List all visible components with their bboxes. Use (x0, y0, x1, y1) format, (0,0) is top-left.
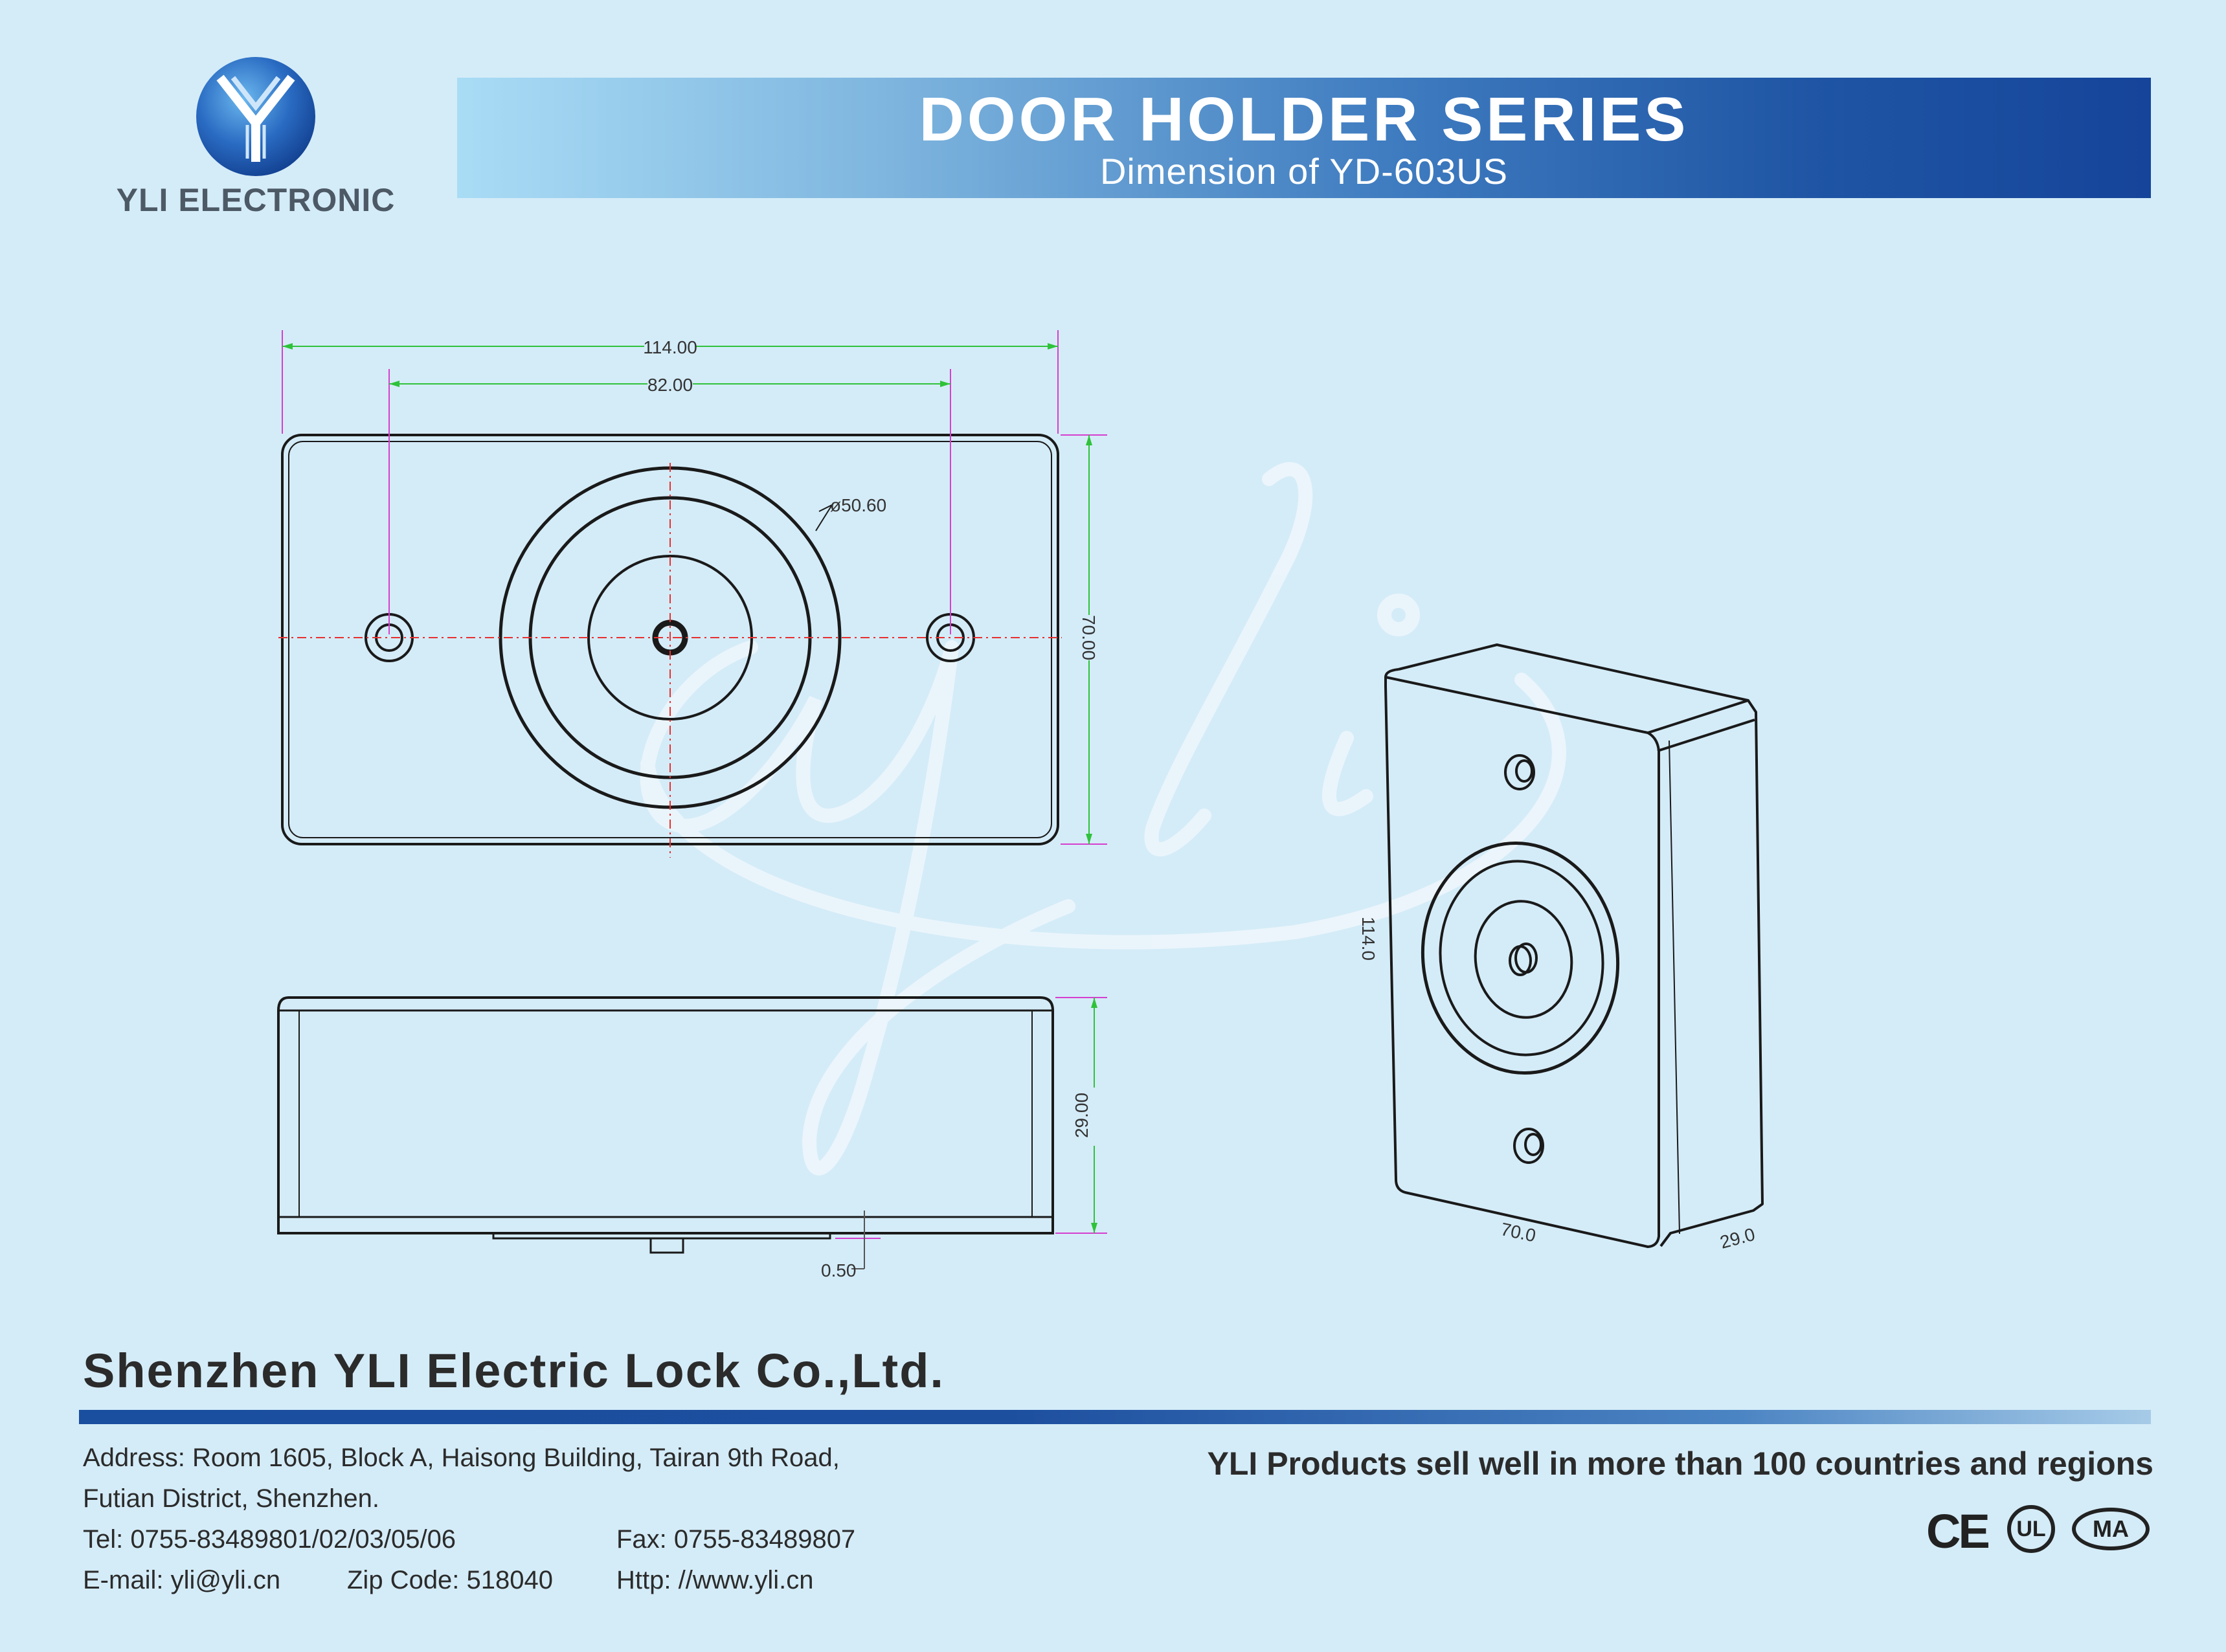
dim-front-height: 70.00 (1079, 615, 1099, 660)
ul-mark-icon: UL (2007, 1505, 2055, 1553)
certification-marks: CE UL MA (1926, 1504, 2153, 1558)
dim-side-offset: 0.50 (821, 1260, 857, 1280)
yli-watermark (640, 462, 1566, 1176)
title-banner: DOOR HOLDER SERIES Dimension of YD-603US (457, 78, 2151, 198)
dim-iso-height: 114.0 (1358, 917, 1378, 961)
series-title: DOOR HOLDER SERIES (919, 85, 1689, 154)
front-extension-lines (282, 330, 1107, 845)
website: Http: //www.yli.cn (616, 1566, 814, 1594)
yli-logo-icon (196, 57, 315, 176)
dim-iso-depth: 29.0 (1718, 1224, 1757, 1253)
center-lines (278, 463, 1062, 858)
zip-code: Zip Code: 518040 (347, 1566, 554, 1594)
dim-front-hole-spacing: 82.00 (647, 375, 693, 395)
brand-name: YLI ELECTRONIC (116, 182, 396, 218)
ce-mark-icon: CE (1926, 1504, 1990, 1558)
footer-divider (79, 1410, 2151, 1424)
side-extension-lines (835, 997, 1107, 1239)
email: E-mail: yli@yli.cn (83, 1566, 281, 1594)
telephone: Tel: 0755-83489801/02/03/05/06 (83, 1525, 456, 1554)
address-line-2: Futian District, Shenzhen. (83, 1484, 379, 1513)
model-subtitle: Dimension of YD-603US (1099, 151, 1509, 192)
company-name: Shenzhen YLI Electric Lock Co.,Ltd. (83, 1344, 945, 1398)
side-arrows (1091, 998, 1097, 1233)
side-view (277, 996, 1054, 1254)
fax: Fax: 0755-83489807 (616, 1525, 856, 1554)
side-dimension-lines (851, 998, 1095, 1269)
dim-front-overall-width: 114.00 (643, 337, 697, 357)
dim-side-depth: 29.00 (1072, 1093, 1092, 1138)
dim-iso-width: 70.0 (1499, 1219, 1538, 1246)
cma-mark-icon: MA (2072, 1508, 2150, 1550)
company-logo: YLI ELECTRONIC (104, 55, 408, 230)
front-dimension-lines (282, 346, 1090, 844)
dim-plate-diameter: ø50.60 (830, 495, 886, 515)
isometric-view (1384, 643, 1764, 1248)
sales-tagline: YLI Products sell well in more than 100 … (1207, 1446, 2153, 1482)
front-arrows (282, 343, 1092, 844)
address-line-1: Address: Room 1605, Block A, Haisong Bui… (83, 1444, 840, 1472)
